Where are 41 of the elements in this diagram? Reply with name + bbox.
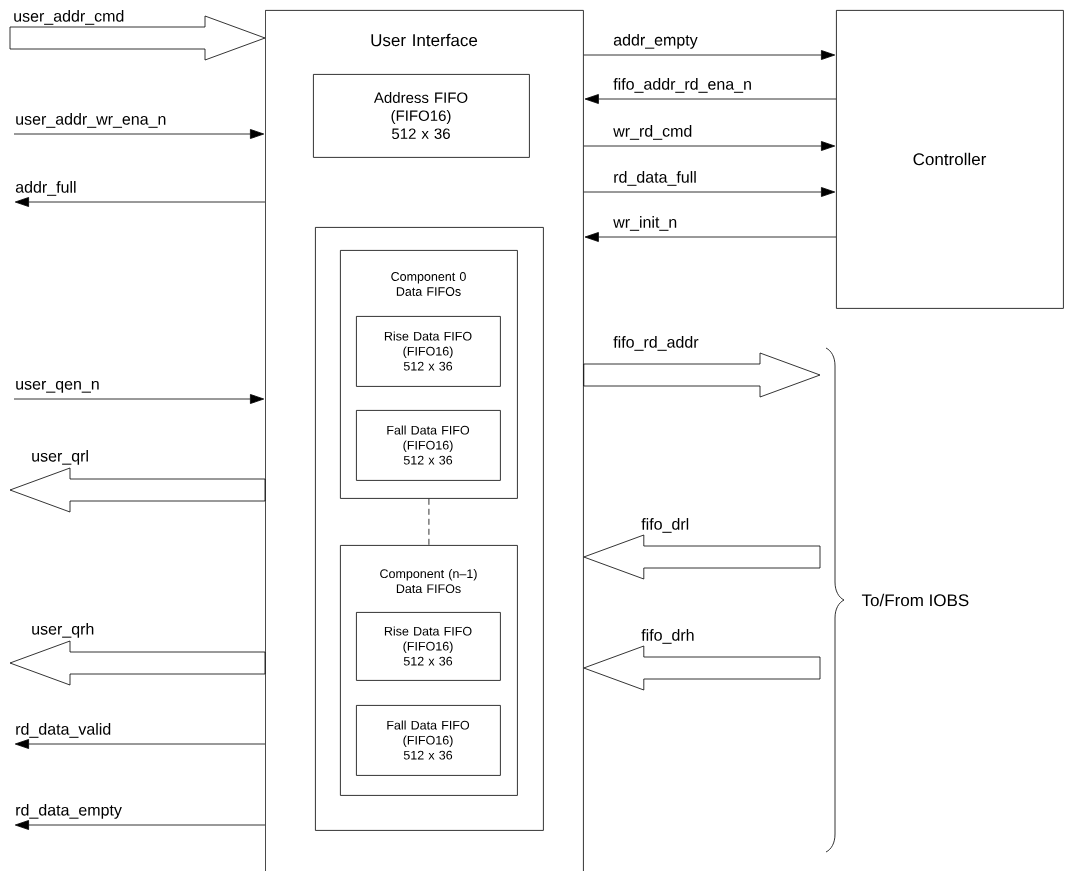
signal-label: user_addr_wr_ena_n <box>16 113 166 128</box>
signal-label: addr_full <box>15 181 76 196</box>
signal-arrow <box>13 394 265 404</box>
signal-arrow <box>584 232 837 242</box>
bus-arrow <box>9 640 266 686</box>
bus-arrow <box>583 352 821 398</box>
fifo-box: Address FIFO (FIFO16) 512 x 36 <box>313 74 530 158</box>
signal-label: addr_empty <box>613 33 698 49</box>
fifo-box: Rise Data FIFO (FIFO16) 512 x 36 <box>356 316 501 387</box>
signal-arrow <box>14 197 266 207</box>
signal-label: fifo_rd_addr <box>613 336 699 351</box>
signal-arrow <box>583 50 836 60</box>
group-label: To/From IOBS <box>861 593 969 607</box>
controller-box: Controller <box>836 10 1064 309</box>
signal-label: user_addr_cmd <box>14 10 124 25</box>
signal-label: rd_data_empty <box>16 803 122 819</box>
signal-label: rd_data_full <box>614 171 696 186</box>
signal-label: wr_init_n <box>613 216 677 231</box>
container-box <box>315 227 544 831</box>
bus-arrow <box>583 534 821 580</box>
signal-label: rd_data_valid <box>16 723 111 738</box>
signal-label: fifo_addr_rd_ena_n <box>613 78 751 93</box>
signal-arrow <box>583 141 836 151</box>
bus-arrow <box>583 645 821 691</box>
bus-arrow <box>9 15 266 61</box>
fifo-box: Fall Data FIFO (FIFO16) 512 x 36 <box>356 705 501 776</box>
signal-arrow <box>14 820 266 830</box>
fifo-box: Rise Data FIFO (FIFO16) 512 x 36 <box>356 612 501 681</box>
signal-label: wr_rd_cmd <box>613 125 692 140</box>
signal-label: user_qen_n <box>16 380 99 393</box>
signal-label: fifo_drh <box>641 629 694 644</box>
signal-label: fifo_drl <box>641 518 689 533</box>
bus-arrow <box>9 467 266 513</box>
fifo-box: Fall Data FIFO (FIFO16) 512 x 36 <box>356 410 501 481</box>
signal-arrow <box>13 129 265 139</box>
dashed-line <box>428 498 430 546</box>
signal-arrow <box>14 739 266 749</box>
signal-arrow <box>583 187 836 197</box>
signal-arrow <box>584 94 837 104</box>
signal-label: user_qrl <box>32 449 88 465</box>
signal-label: user_qrh <box>32 622 94 638</box>
